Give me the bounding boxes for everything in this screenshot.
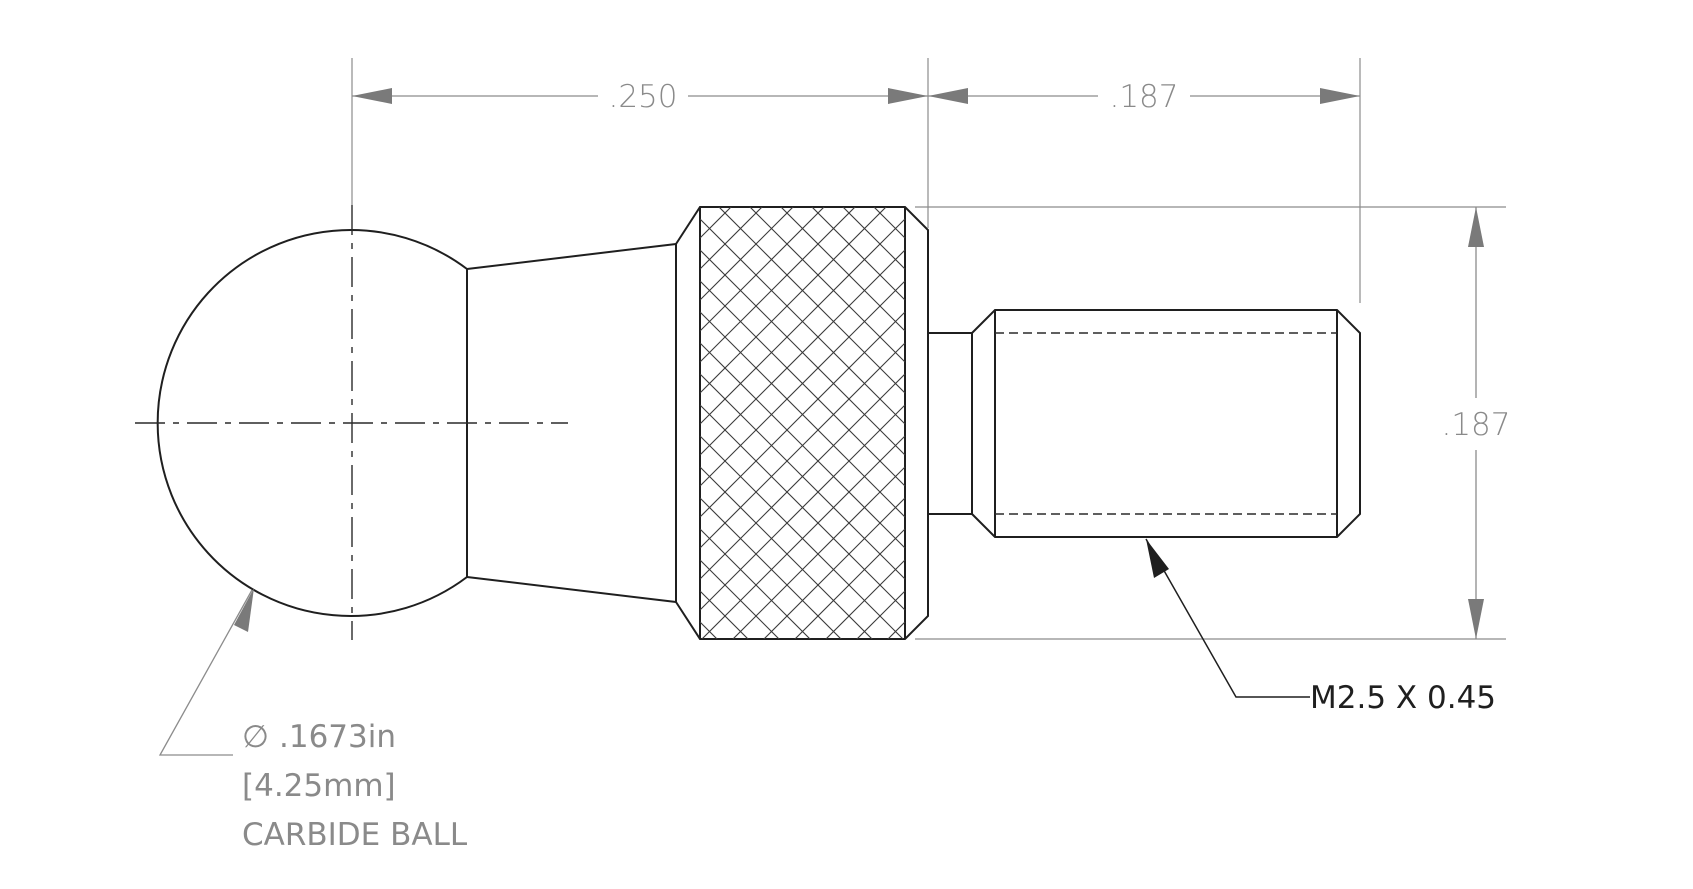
knurl-line bbox=[700, 207, 794, 301]
knurl-line bbox=[700, 207, 763, 270]
dim-arrow-up bbox=[1468, 207, 1484, 247]
thread-leader-arrow bbox=[1146, 539, 1169, 578]
threaded-stud bbox=[971, 309, 1361, 538]
ball-diameter-mm: [4.25mm] bbox=[242, 768, 396, 804]
dim-label-250: .250 bbox=[608, 79, 677, 115]
knurl-line bbox=[700, 653, 905, 858]
dimension-thread-length: .187 bbox=[928, 79, 1360, 115]
knurl-line bbox=[700, 207, 856, 363]
knurl-line bbox=[825, 559, 906, 639]
ball-leader-arrow bbox=[234, 588, 254, 632]
knurl-line bbox=[811, 207, 906, 301]
knurl-line bbox=[700, 559, 780, 639]
knurl-line bbox=[700, 373, 906, 580]
dim-arrow-right bbox=[888, 88, 928, 104]
knurl-line bbox=[700, 404, 906, 611]
ball-material-label: CARBIDE BALL bbox=[242, 817, 468, 853]
diameter-symbol: ∅ bbox=[242, 719, 269, 755]
dim-arrow-right bbox=[1320, 88, 1360, 104]
thread-callout: M2.5 X 0.45 bbox=[1145, 538, 1496, 716]
ball-diameter-callout: ∅ .1673in [4.25mm] CARBIDE BALL bbox=[158, 588, 468, 853]
knurl-line bbox=[763, 497, 906, 639]
knurl-line bbox=[700, 0, 905, 145]
knurl-line bbox=[701, 435, 906, 639]
knurled-body bbox=[675, 206, 929, 640]
knurl-line bbox=[700, 249, 906, 456]
dimension-knurl-height: .187 bbox=[1441, 207, 1511, 639]
knurl-line bbox=[887, 621, 906, 639]
center-lines bbox=[135, 205, 568, 640]
knurl-line bbox=[904, 207, 905, 208]
knurl-line bbox=[700, 218, 906, 425]
dim-label-187-horizontal: .187 bbox=[1109, 79, 1178, 115]
knurl-line bbox=[700, 207, 701, 208]
dim-arrow-left bbox=[928, 88, 968, 104]
knurl-line bbox=[842, 207, 906, 270]
knurl-line bbox=[700, 0, 905, 145]
knurl-line bbox=[700, 653, 905, 858]
neck-top-edge bbox=[466, 243, 677, 270]
ball-diameter-inches: .1673in bbox=[279, 719, 396, 755]
knurl-line bbox=[700, 207, 825, 332]
knurl-line bbox=[794, 528, 906, 639]
dim-arrow-left bbox=[352, 88, 392, 104]
knurl-pattern bbox=[700, 0, 906, 889]
knurl-line bbox=[700, 280, 906, 487]
dim-label-187-vertical: .187 bbox=[1441, 407, 1510, 443]
dim-arrow-down bbox=[1468, 599, 1484, 639]
knurl-line bbox=[700, 590, 749, 639]
knurl-line bbox=[856, 590, 906, 639]
ball-leader bbox=[158, 589, 253, 756]
dimension-ball-to-knurl: .250 bbox=[352, 79, 928, 115]
knurl-line bbox=[700, 311, 906, 518]
knurl-line bbox=[700, 207, 887, 394]
thread-relief bbox=[928, 332, 973, 515]
knurl-line bbox=[700, 0, 905, 176]
thread-spec-label: M2.5 X 0.45 bbox=[1310, 680, 1496, 716]
knurl-line bbox=[700, 342, 906, 549]
part-outline bbox=[156, 206, 1361, 640]
knurl-line bbox=[700, 684, 905, 889]
knurl-line bbox=[700, 0, 905, 176]
knurl-line bbox=[700, 684, 905, 889]
neck-bottom-edge bbox=[466, 576, 677, 603]
knurl-line bbox=[700, 621, 718, 639]
thread-leader bbox=[1145, 538, 1310, 698]
knurl-line bbox=[732, 466, 906, 639]
extension-lines bbox=[351, 58, 1506, 640]
